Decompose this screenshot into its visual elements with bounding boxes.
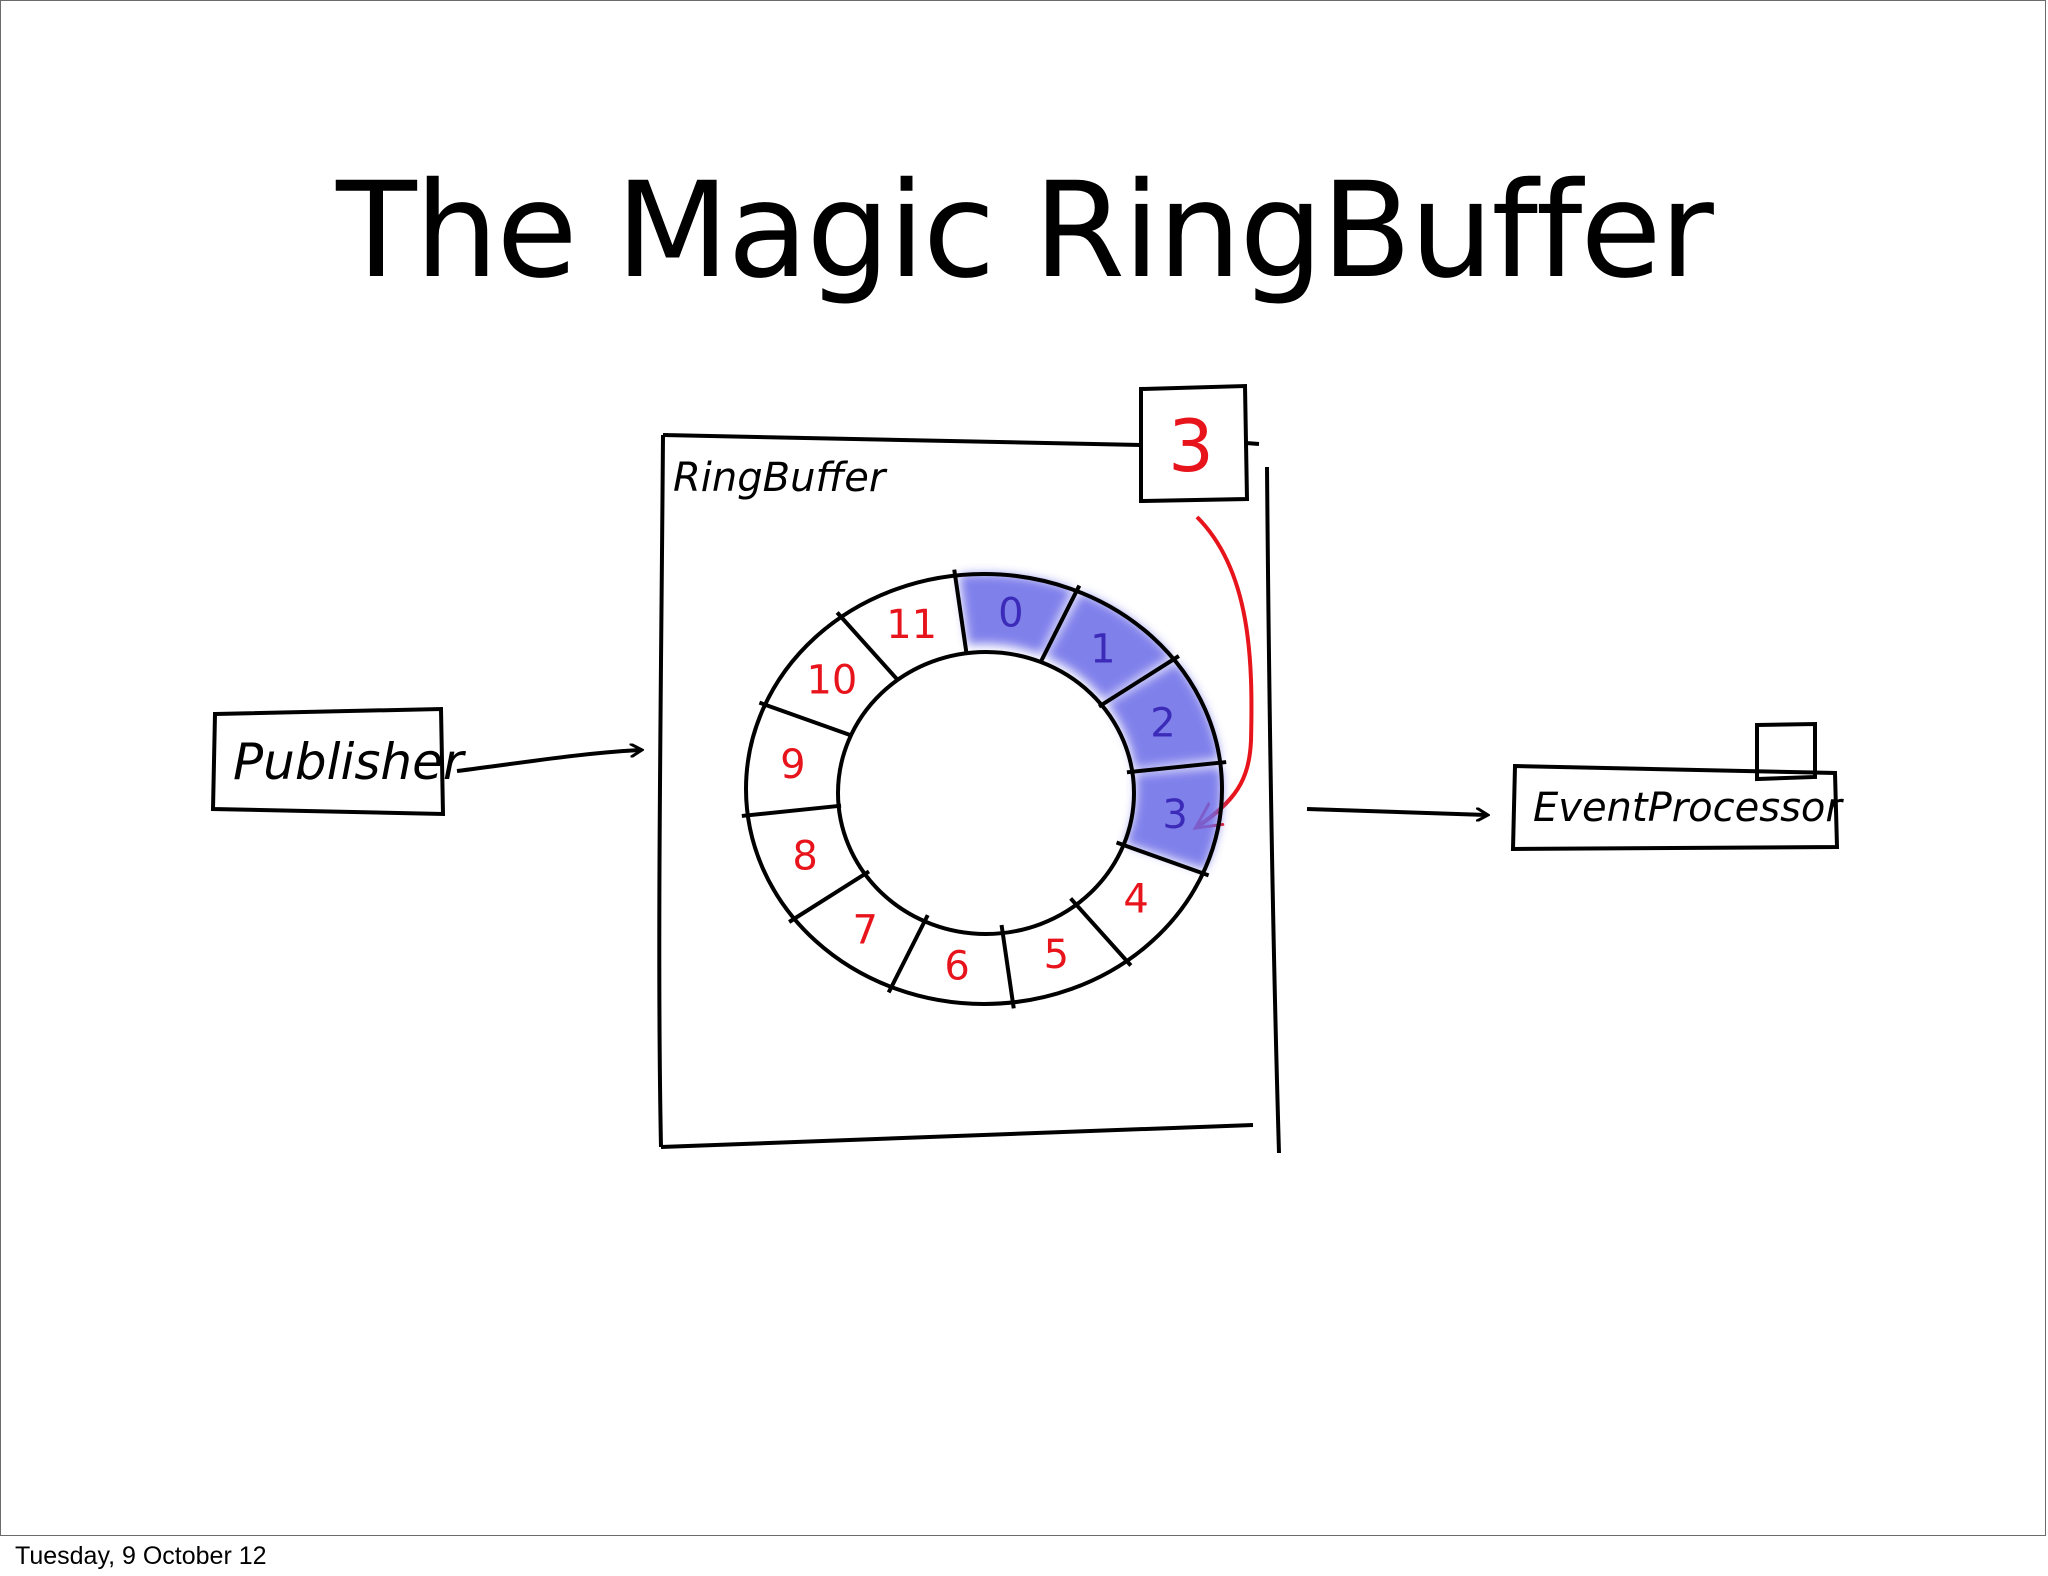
ring-outer-edge [744, 572, 1224, 1006]
slot-divider [886, 914, 930, 994]
slot-label-11: 11 [886, 602, 937, 648]
eventprocessor-box: EventProcessor [1510, 721, 1844, 852]
slot-label-0: 0 [998, 591, 1023, 637]
slot-divider [1069, 897, 1133, 967]
ring-inner-edge [836, 650, 1136, 936]
slot-divider [952, 569, 969, 654]
slot-divider [835, 611, 899, 681]
slot-divider [1126, 760, 1227, 775]
slot-label-7: 7 [852, 907, 877, 953]
slot-label-3: 3 [1162, 792, 1187, 838]
sequence-box: 3 [1139, 383, 1250, 504]
slot-divider [788, 869, 871, 924]
slot-highlight-0 [959, 574, 1074, 655]
slot-divider [758, 700, 853, 738]
slot-label-1: 1 [1090, 627, 1115, 673]
slot-divider [1115, 840, 1210, 878]
slide-title: The Magic RingBuffer [336, 154, 1714, 308]
ringbuffer-frame: RingBuffer [657, 433, 1281, 1154]
publisher-box: Publisher [210, 706, 467, 817]
slot-highlight-2 [1106, 662, 1220, 769]
ringbuffer-to-eventprocessor-arrow [1306, 807, 1487, 815]
slot-label-2: 2 [1150, 700, 1175, 746]
slot-label-5: 5 [1044, 932, 1069, 978]
publisher-label: Publisher [233, 733, 467, 791]
slot-label-8: 8 [792, 834, 817, 880]
eventprocessor-label: EventProcessor [1533, 785, 1844, 831]
slot-highlight-1 [1045, 592, 1172, 700]
sequence-value: 3 [1168, 404, 1214, 488]
publisher-to-ringbuffer-arrow [456, 750, 641, 773]
slot-highlight-3 [1124, 766, 1222, 870]
ring-outline [741, 569, 1227, 1009]
ringbuffer-label: RingBuffer [673, 455, 888, 501]
slot-divider [1097, 654, 1180, 709]
slot-highlights [959, 574, 1222, 870]
sequence-pointer-arrow [1197, 515, 1254, 827]
slot-divider [741, 803, 842, 818]
slot-label-9: 9 [780, 742, 805, 788]
footer-date: Tuesday, 9 October 12 [15, 1542, 267, 1570]
slot-divider [1038, 584, 1082, 664]
slot-label-4: 4 [1123, 877, 1148, 923]
slot-divider [999, 924, 1016, 1009]
slot-label-6: 6 [944, 943, 969, 989]
slot-label-10: 10 [806, 657, 857, 703]
eventprocessor-sequence-box [1755, 721, 1817, 782]
